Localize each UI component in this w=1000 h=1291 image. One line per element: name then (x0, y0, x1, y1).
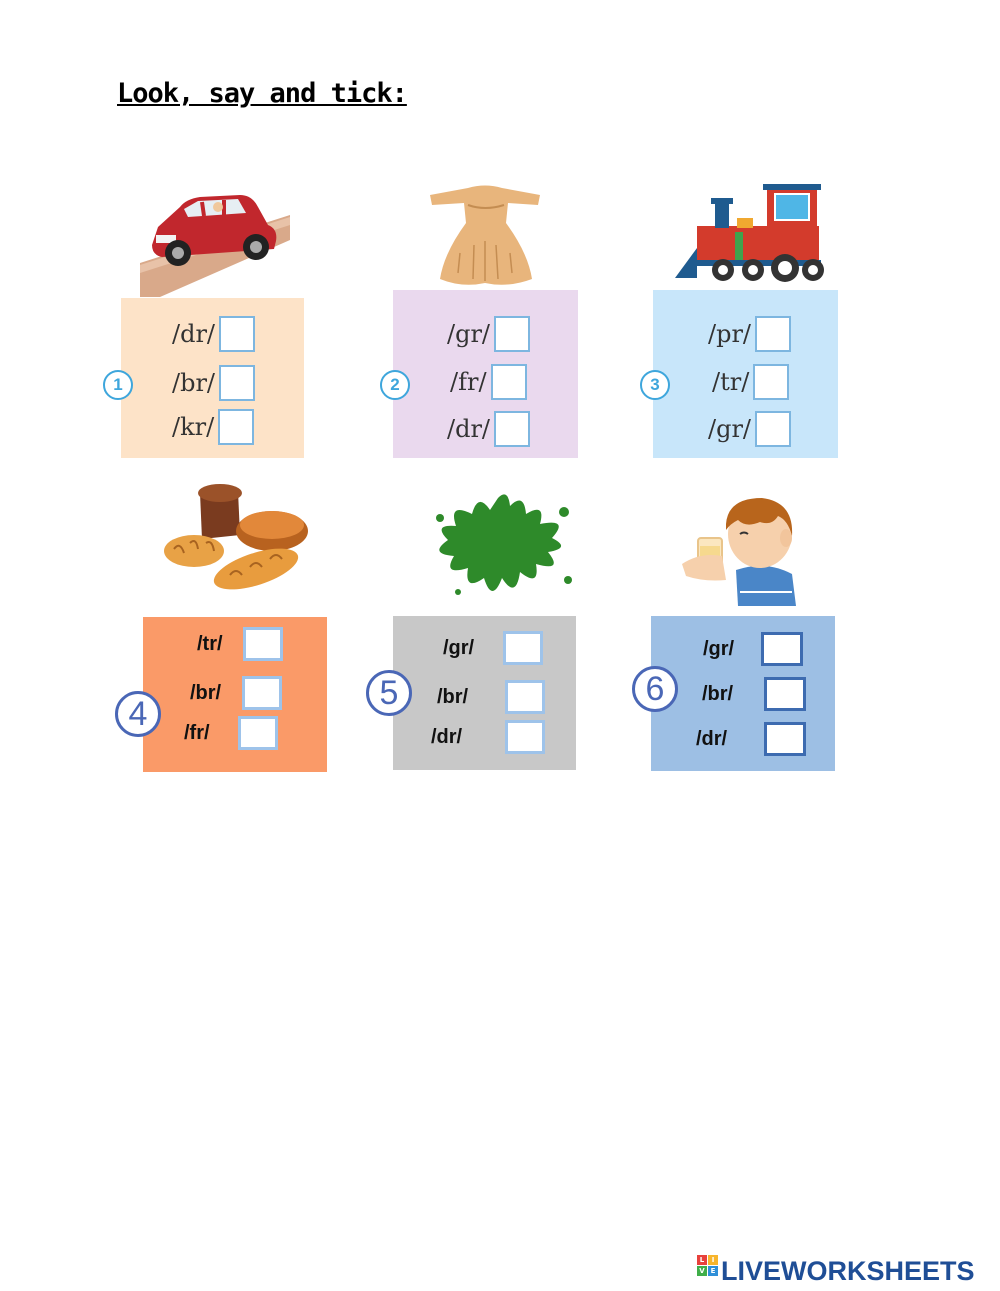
tick-box[interactable] (764, 677, 806, 711)
tick-box[interactable] (494, 316, 531, 352)
tick-box[interactable] (494, 411, 531, 447)
option-row: /gr/ (708, 411, 792, 447)
option-label: /kr/ (172, 413, 215, 441)
tick-box[interactable] (219, 316, 256, 352)
option-row: /pr/ (708, 316, 792, 352)
tick-box[interactable] (218, 409, 255, 445)
tick-box[interactable] (753, 364, 790, 400)
boy-drinking-picture (682, 498, 796, 606)
exercise-number-2: 2 (380, 370, 410, 400)
option-row: /gr/ (447, 316, 531, 352)
dress-picture (430, 185, 540, 285)
option-row: /kr/ (172, 409, 255, 445)
option-label: /gr/ (708, 415, 752, 443)
bread-picture (164, 484, 308, 590)
tick-box[interactable] (505, 720, 545, 754)
option-row: /gr/ (703, 632, 803, 666)
option-row: /dr/ (696, 722, 806, 756)
option-label: /br/ (702, 682, 734, 705)
exercise-number-6: 6 (632, 666, 678, 712)
liveworksheets-logo: L I V E LIVEWORKSHEETS (697, 1255, 975, 1287)
exercise-card-1 (121, 298, 304, 458)
option-label: /br/ (172, 369, 216, 397)
option-label: /pr/ (708, 320, 752, 348)
tick-box[interactable] (243, 627, 283, 661)
tick-box[interactable] (764, 722, 806, 756)
option-row: /br/ (172, 365, 256, 401)
tick-box[interactable] (755, 411, 792, 447)
option-label: /br/ (190, 681, 222, 704)
option-label: /dr/ (431, 725, 463, 748)
car-picture (140, 195, 290, 297)
option-row: /br/ (437, 680, 545, 714)
option-label: /dr/ (696, 727, 728, 750)
option-label: /dr/ (447, 415, 491, 443)
exercise-card-5 (393, 616, 576, 770)
option-row: /fr/ (450, 364, 527, 400)
exercise-card-2 (393, 290, 578, 458)
exercise-card-4 (143, 617, 327, 772)
option-row: /dr/ (431, 720, 545, 754)
option-row: /gr/ (443, 631, 543, 665)
logo-mark-icon: L I V E (697, 1255, 718, 1287)
green-splash-picture (436, 494, 572, 595)
option-label: /tr/ (712, 368, 750, 396)
worksheet-title: Look, say and tick: (117, 78, 408, 109)
exercise-number-1: 1 (103, 370, 133, 400)
train-picture (675, 184, 824, 282)
logo-text: LIVEWORKSHEETS (721, 1255, 975, 1286)
option-label: /gr/ (703, 637, 735, 660)
tick-box[interactable] (505, 680, 545, 714)
option-label: /fr/ (450, 368, 487, 396)
option-label: /tr/ (197, 632, 223, 655)
option-label: /dr/ (172, 320, 216, 348)
tick-box[interactable] (242, 676, 282, 710)
option-label: /gr/ (443, 636, 475, 659)
exercise-number-4: 4 (115, 691, 161, 737)
option-row: /dr/ (447, 411, 531, 447)
option-row: /br/ (702, 677, 806, 711)
tick-box[interactable] (219, 365, 256, 401)
option-row: /fr/ (184, 716, 278, 750)
option-label: /gr/ (447, 320, 491, 348)
option-row: /tr/ (712, 364, 790, 400)
tick-box[interactable] (761, 632, 803, 666)
exercise-number-5: 5 (366, 670, 412, 716)
option-row: /tr/ (197, 627, 283, 661)
option-row: /dr/ (172, 316, 256, 352)
option-label: /br/ (437, 685, 469, 708)
tick-box[interactable] (490, 364, 527, 400)
tick-box[interactable] (503, 631, 543, 665)
exercise-card-3 (653, 290, 838, 458)
exercise-number-3: 3 (640, 370, 670, 400)
option-row: /br/ (190, 676, 282, 710)
tick-box[interactable] (238, 716, 278, 750)
tick-box[interactable] (755, 316, 792, 352)
option-label: /fr/ (184, 721, 210, 744)
